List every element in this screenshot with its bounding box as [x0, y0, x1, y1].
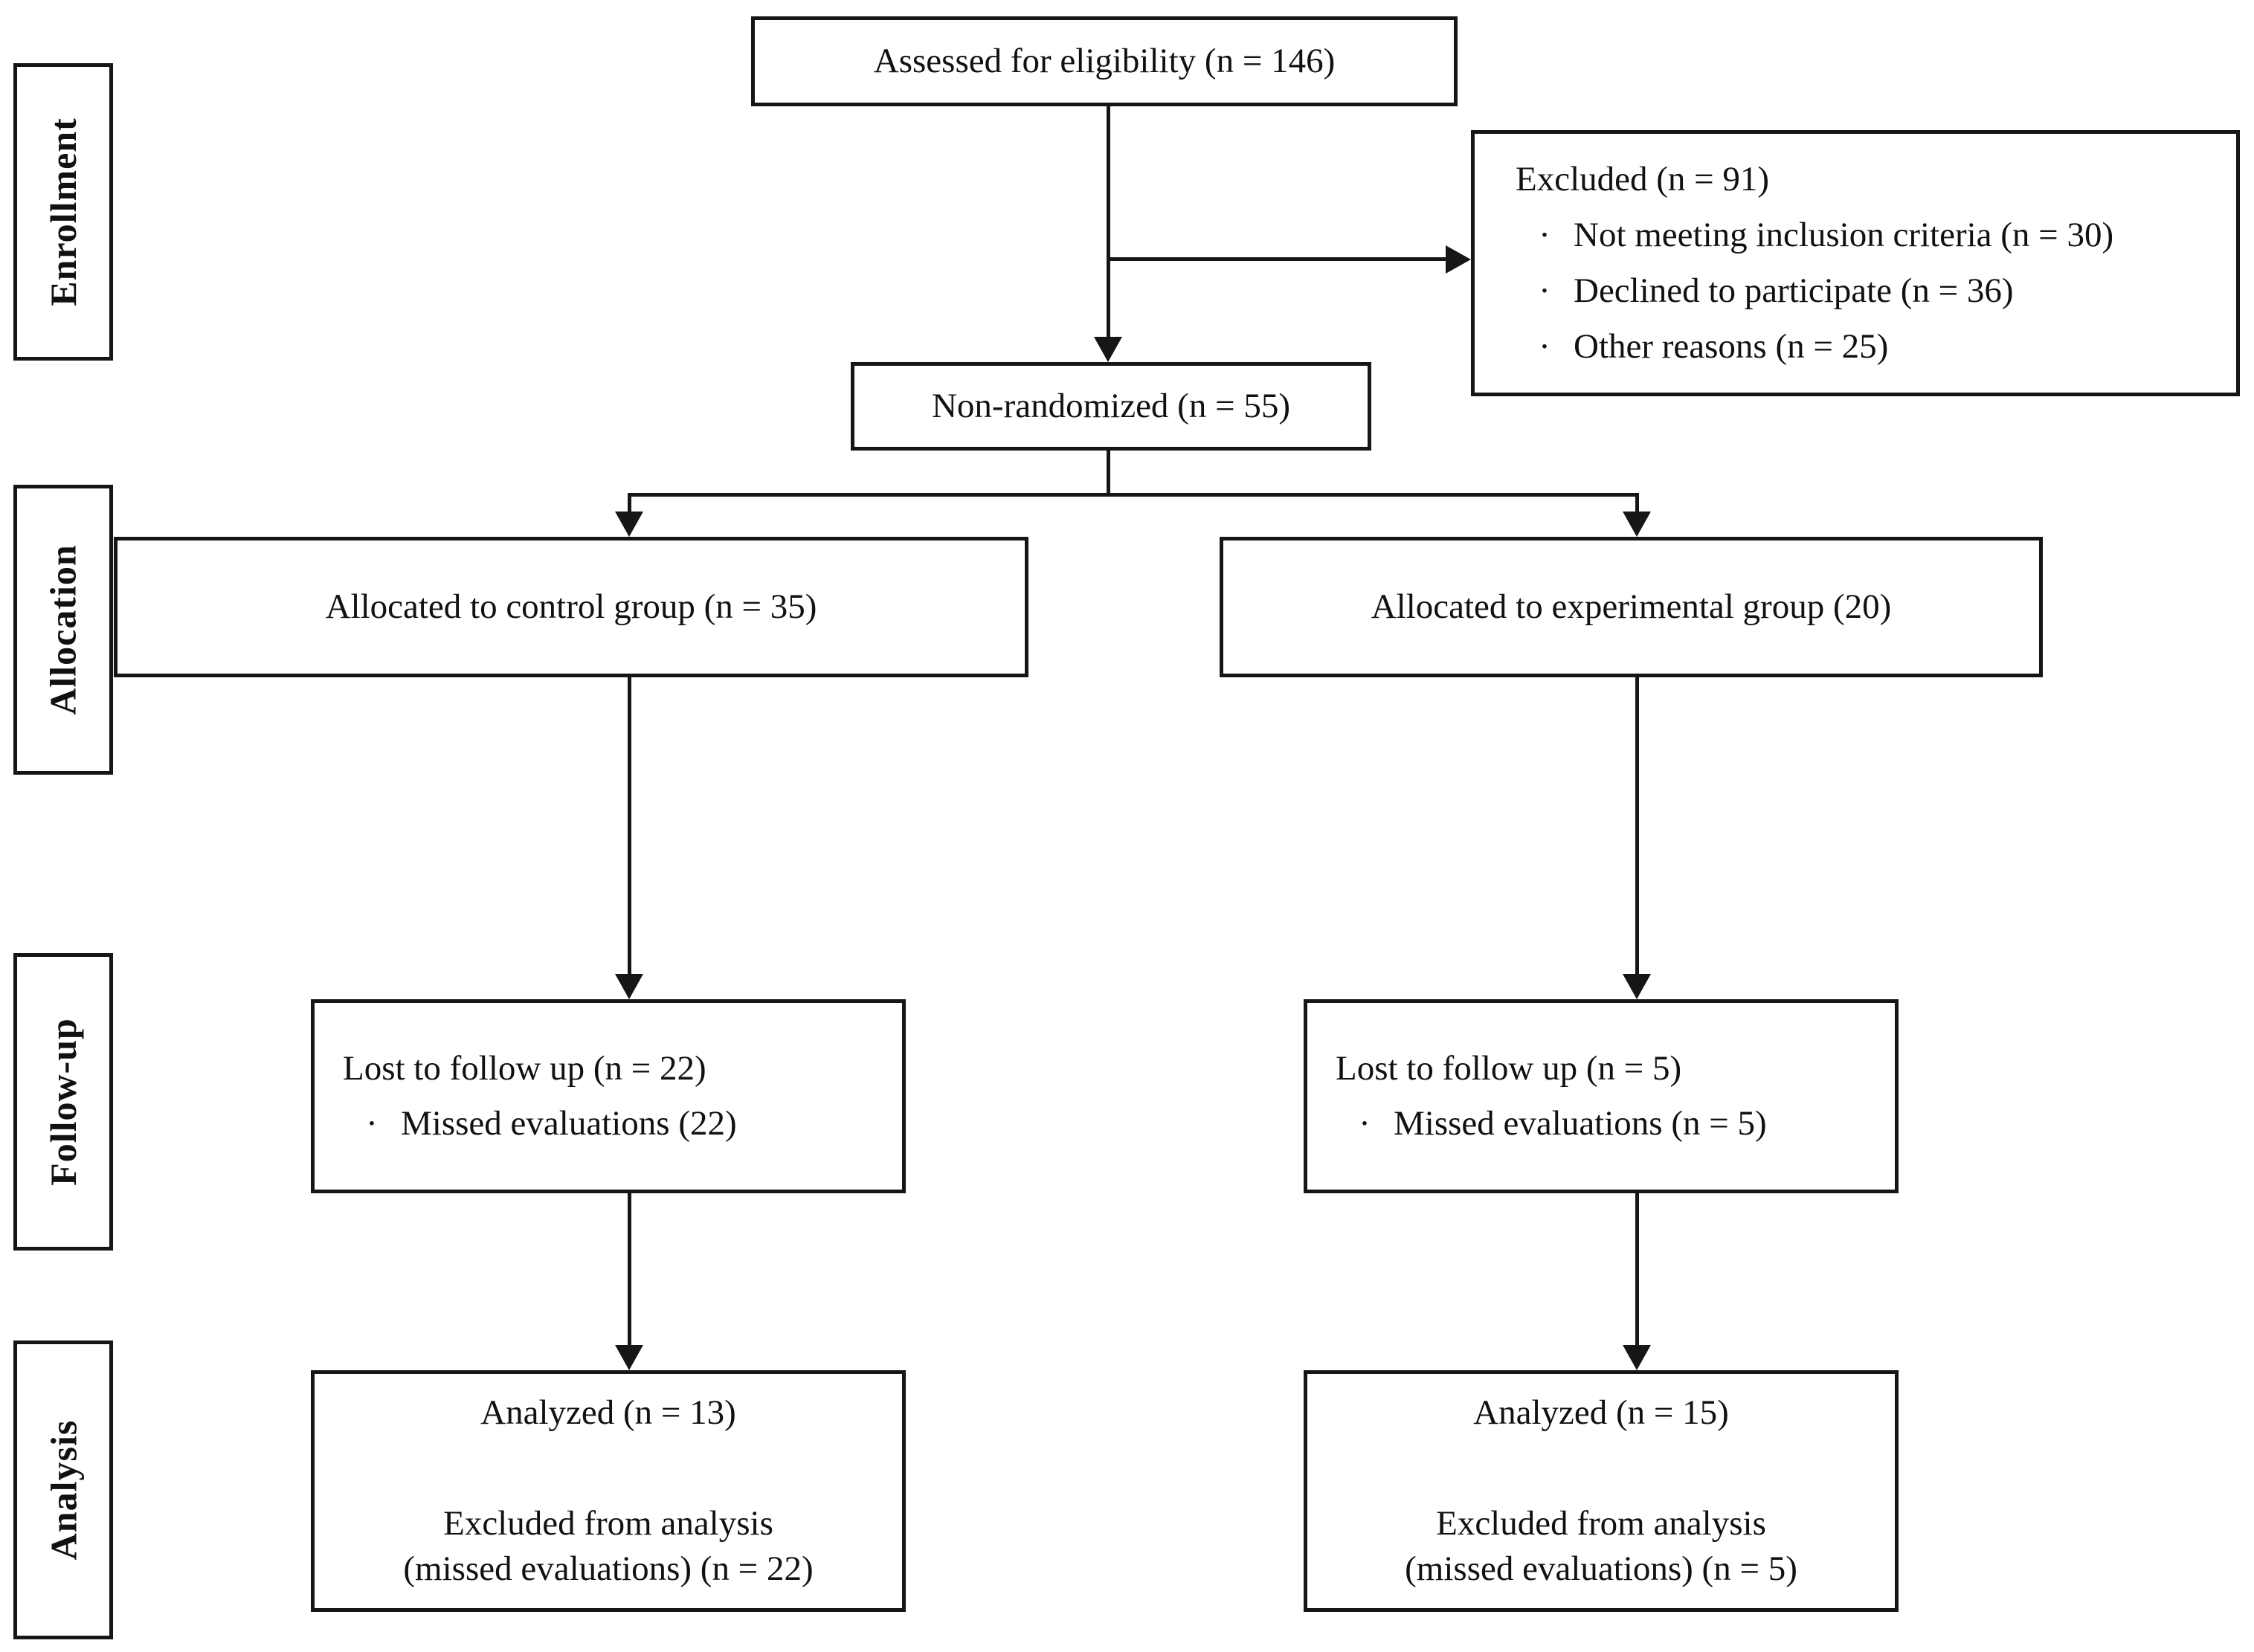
- stage-label-follow-up: Follow-up: [13, 953, 113, 1251]
- excluded-item-text: Not meeting inclusion criteria (n = 30): [1574, 215, 2114, 254]
- stage-label-analysis: Analysis: [13, 1340, 113, 1639]
- non-randomized-text: Non-randomized (n = 55): [931, 386, 1290, 425]
- box-lost-to-follow-up-control: Lost to follow up (n = 22) · Missed eval…: [311, 999, 906, 1193]
- connector-followup-to-analysis-control: [628, 1193, 631, 1346]
- box-non-randomized: Non-randomized (n = 55): [851, 362, 1371, 451]
- excluded-item-text: Declined to participate (n = 36): [1574, 271, 2014, 310]
- bullet-icon: ·: [1539, 215, 1551, 254]
- excluded-item: · Not meeting inclusion criteria (n = 30…: [1516, 213, 2113, 258]
- arrowhead-down-icon: [615, 512, 643, 537]
- bullet-icon: ·: [1539, 271, 1551, 310]
- lost-followup-control-title: Lost to follow up (n = 22): [343, 1049, 706, 1088]
- analyzed-control-line2: Excluded from analysis: [443, 1503, 773, 1543]
- connector-followup-to-analysis-experimental: [1635, 1193, 1639, 1346]
- analyzed-experimental-line1: Analyzed (n = 15): [1473, 1393, 1729, 1432]
- arrowhead-down-icon: [1623, 1345, 1651, 1370]
- stage-label-allocation-text: Allocation: [42, 544, 84, 715]
- connector-branch-to-experimental: [1635, 493, 1639, 514]
- lost-followup-experimental-title: Lost to follow up (n = 5): [1336, 1049, 1682, 1088]
- connector-assessed-to-nonrandomized: [1107, 106, 1110, 338]
- analyzed-experimental-line2: Excluded from analysis: [1436, 1503, 1766, 1543]
- lost-followup-experimental-item-text: Missed evaluations (n = 5): [1394, 1103, 1767, 1143]
- arrowhead-down-icon: [615, 974, 643, 999]
- analyzed-experimental-line3: (missed evaluations) (n = 5): [1405, 1549, 1797, 1589]
- box-assessed-for-eligibility: Assessed for eligibility (n = 146): [751, 16, 1458, 106]
- stage-label-enrollment: Enrollment: [13, 63, 113, 361]
- box-lost-to-follow-up-experimental: Lost to follow up (n = 5) · Missed evalu…: [1304, 999, 1899, 1193]
- analyzed-control-line3: (missed evaluations) (n = 22): [403, 1549, 814, 1589]
- connector-experimental-to-followup: [1635, 677, 1639, 976]
- box-analyzed-experimental: Analyzed (n = 15) Excluded from analysis…: [1304, 1370, 1899, 1612]
- analyzed-control-line1: Analyzed (n = 13): [480, 1393, 736, 1432]
- stage-label-allocation: Allocation: [13, 485, 113, 775]
- assessed-text: Assessed for eligibility (n = 146): [873, 41, 1336, 80]
- excluded-item: · Other reasons (n = 25): [1516, 324, 1888, 370]
- allocated-control-text: Allocated to control group (n = 35): [325, 587, 817, 626]
- arrowhead-down-icon: [1094, 337, 1122, 362]
- box-allocated-control-group: Allocated to control group (n = 35): [114, 537, 1028, 677]
- box-allocated-experimental-group: Allocated to experimental group (20): [1220, 537, 2043, 677]
- arrowhead-right-icon: [1446, 245, 1471, 274]
- arrowhead-down-icon: [1623, 512, 1651, 537]
- box-analyzed-control: Analyzed (n = 13) Excluded from analysis…: [311, 1370, 906, 1612]
- excluded-item: · Declined to participate (n = 36): [1516, 268, 2014, 314]
- lost-followup-control-item-text: Missed evaluations (22): [401, 1103, 737, 1143]
- lost-followup-experimental-item: · Missed evaluations (n = 5): [1336, 1101, 1767, 1146]
- box-excluded: Excluded (n = 91) · Not meeting inclusio…: [1471, 130, 2240, 396]
- connector-branch-horizontal: [628, 493, 1639, 497]
- bullet-icon: ·: [366, 1103, 378, 1143]
- arrowhead-down-icon: [615, 1345, 643, 1370]
- connector-to-excluded: [1108, 257, 1447, 261]
- bullet-icon: ·: [1539, 327, 1551, 367]
- stage-label-follow-up-text: Follow-up: [42, 1018, 85, 1186]
- stage-label-analysis-text: Analysis: [42, 1419, 84, 1561]
- excluded-item-text: Other reasons (n = 25): [1574, 327, 1889, 367]
- arrowhead-down-icon: [1623, 974, 1651, 999]
- allocated-experimental-text: Allocated to experimental group (20): [1371, 587, 1892, 626]
- connector-branch-to-control: [628, 493, 631, 514]
- excluded-title: Excluded (n = 91): [1516, 159, 1770, 199]
- stage-label-enrollment-text: Enrollment: [42, 117, 84, 306]
- lost-followup-control-item: · Missed evaluations (22): [343, 1101, 737, 1146]
- connector-control-to-followup: [628, 677, 631, 976]
- bullet-icon: ·: [1359, 1103, 1371, 1143]
- connector-nonrandomized-to-branch: [1107, 451, 1110, 497]
